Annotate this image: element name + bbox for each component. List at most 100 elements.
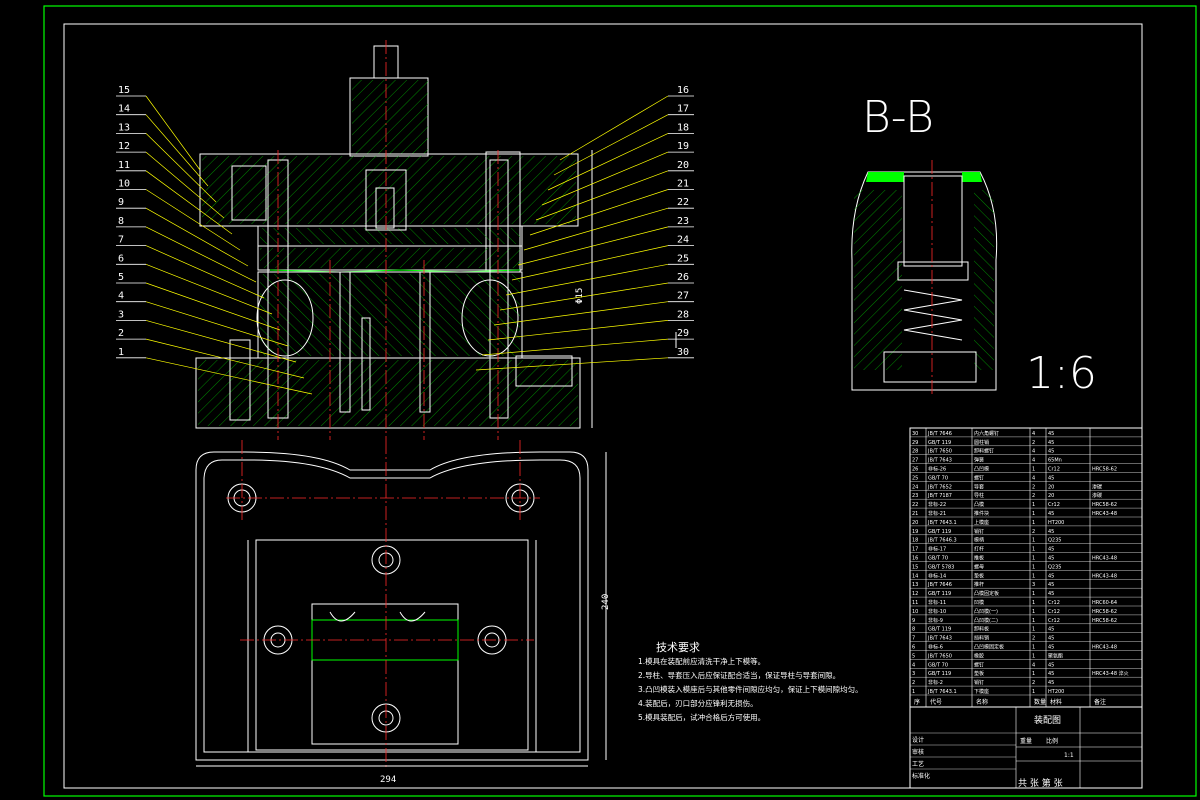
bom-cell: 渗碳 <box>1092 483 1102 490</box>
bom-cell: 凸模 <box>974 501 984 508</box>
bom-cell: 12 <box>912 591 918 597</box>
tech-item: 5.模具装配后，试冲合格后方可使用。 <box>638 712 765 722</box>
bom-cell: GB/T 70 <box>928 475 948 481</box>
title-block-weight: 重量 <box>1020 737 1032 745</box>
bom-cell: 1 <box>1032 511 1035 517</box>
bom-header: 名称 <box>976 698 988 706</box>
bom-cell: 1 <box>1032 627 1035 633</box>
bom-cell: 下模座 <box>974 688 989 695</box>
bom-cell: 45 <box>1048 511 1054 517</box>
bom-cell: 11 <box>912 600 918 606</box>
callout-right: 24 <box>677 235 689 246</box>
bom-cell: 推件块 <box>974 510 989 517</box>
bom-cell: 1 <box>1032 502 1035 508</box>
bom-cell: 26 <box>912 467 918 473</box>
bom-cell: HT200 <box>1048 689 1064 695</box>
callout-right: 28 <box>677 309 689 320</box>
bom-cell: 25 <box>912 475 918 481</box>
tech-title: 技术要求 <box>656 641 700 654</box>
bom-cell: 1 <box>1032 556 1035 562</box>
bom-cell: 非标-26 <box>928 466 946 473</box>
bom-cell: JB/T 7187 <box>927 493 952 499</box>
bom-cell: 1 <box>1032 689 1035 695</box>
bom-header: 数量 <box>1034 698 1046 706</box>
bom-cell: 4 <box>1032 449 1035 455</box>
bom-cell: JB/T 7643 <box>927 458 952 464</box>
tech-item: 1.模具在装配前应清洗干净上下模等。 <box>638 656 765 666</box>
bom-cell: 销钉 <box>974 528 984 535</box>
bom-cell: 1 <box>1032 564 1035 570</box>
bom-cell: 1 <box>1032 538 1035 544</box>
bom-cell: 销钉 <box>974 679 984 686</box>
bom-cell: HRC58-62 <box>1092 609 1117 615</box>
title-block-label: 审核 <box>912 748 924 756</box>
bom-cell: 聚氨酯 <box>1048 652 1063 659</box>
bom-cell: HRC43-48 <box>1092 573 1117 579</box>
bom-cell: 1 <box>1032 600 1035 606</box>
title-block-label: 工艺 <box>912 760 924 768</box>
section-title: B-B <box>862 92 934 143</box>
callout-left: 10 <box>118 179 130 190</box>
bom-cell: 螺母 <box>974 563 984 570</box>
callout-left: 8 <box>118 216 124 227</box>
tech-requirements: 技术要求 1.模具在装配前应清洗干净上下模等。2.导柱、导套压入后应保证配合适当… <box>638 641 863 722</box>
callout-right: 18 <box>677 122 689 133</box>
bom-cell: 推板 <box>974 555 984 562</box>
bom-cell: 2 <box>1032 493 1035 499</box>
callout-left: 7 <box>118 235 124 246</box>
bom-cell: JB/T 7650 <box>927 653 952 659</box>
bom-cell: 非标-2 <box>928 679 943 686</box>
bom-cell: 1 <box>1032 618 1035 624</box>
bom-cell: 9 <box>912 618 915 624</box>
tech-item: 3.凸凹模装入模座后与其他零件间隙应均匀，保证上下模间隙均匀。 <box>638 684 863 694</box>
bom-cell: 橡胶 <box>974 652 984 659</box>
bom-cell: 24 <box>912 484 918 490</box>
callout-right: 16 <box>677 85 689 96</box>
bom-cell: 凹模 <box>974 599 984 606</box>
bom-cell: 45 <box>1048 440 1054 446</box>
callout-left: 11 <box>118 160 130 171</box>
bom-cell: 2 <box>1032 680 1035 686</box>
bom-cell: 8 <box>912 627 915 633</box>
callout-right: 26 <box>677 272 689 283</box>
callout-left: 13 <box>118 122 130 133</box>
bom-cell: 45 <box>1048 547 1054 553</box>
bom-cell: 打杆 <box>974 546 984 553</box>
callout-left: 3 <box>118 309 124 320</box>
bom-cell: Cr12 <box>1048 467 1060 473</box>
bom-cell: 内六角螺钉 <box>974 430 999 437</box>
bom-cell: Q235 <box>1048 564 1061 570</box>
dim-depth: 240 <box>601 594 611 610</box>
bom-cell: 27 <box>912 458 918 464</box>
bom-cell: 45 <box>1048 662 1054 668</box>
bom-cell: 45 <box>1048 529 1054 535</box>
title-block-label: 设计 <box>912 736 924 744</box>
callout-right: 21 <box>677 179 689 190</box>
bom-cell: 10 <box>912 609 918 615</box>
detail-bb: B-B 1:6 <box>851 92 1097 399</box>
bom-cell: 卸料板 <box>974 626 989 633</box>
bom-cell: 45 <box>1048 671 1054 677</box>
bom-cell: 4 <box>1032 431 1035 437</box>
bom-cell: 垫板 <box>974 572 984 579</box>
bom-cell: 1 <box>1032 467 1035 473</box>
bom-cell: 45 <box>1048 636 1054 642</box>
bom-cell: 18 <box>912 538 918 544</box>
bom-cell: 28 <box>912 449 918 455</box>
bom-cell: JB/T 7650 <box>927 449 952 455</box>
bom-cell: 渗碳 <box>1092 492 1102 499</box>
bom-cell: GB/T 70 <box>928 662 948 668</box>
bom-cell: 20 <box>1048 493 1054 499</box>
bom-cell: 螺钉 <box>974 474 984 481</box>
bom-cell: GB/T 119 <box>928 529 951 535</box>
callout-left: 6 <box>118 253 124 264</box>
bom-cell: 23 <box>912 493 918 499</box>
bom-cell: 30 <box>912 431 918 437</box>
bom-cell: HRC58-62 <box>1092 502 1117 508</box>
title-block-scale: 1:1 <box>1064 752 1074 759</box>
bom-cell: 非标-17 <box>928 546 946 553</box>
bom-cell: 凸凹模 <box>974 466 989 473</box>
